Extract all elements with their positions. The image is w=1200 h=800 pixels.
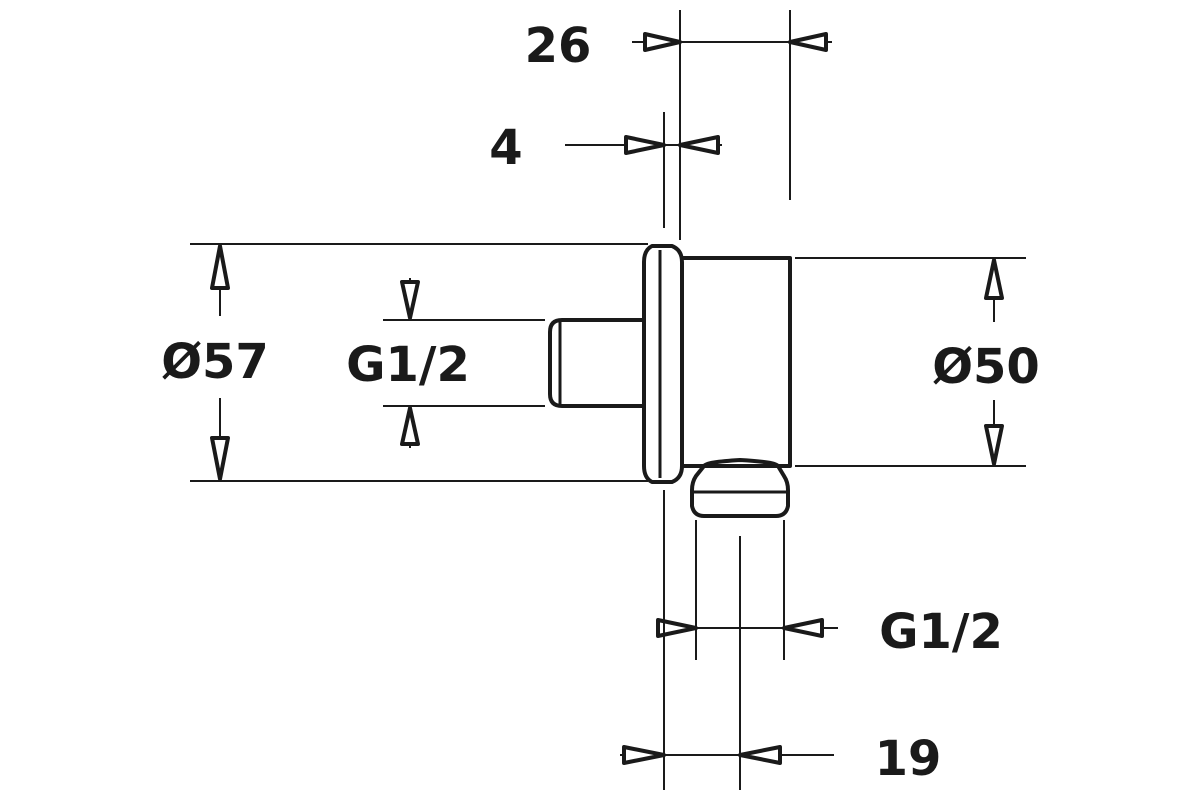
thread-rear-label: G1/2 <box>346 337 470 393</box>
dim-26-arrow-right <box>788 32 828 52</box>
dim-57-label: Ø57 <box>161 334 269 390</box>
dim-57-arrow-top <box>210 244 230 290</box>
thread-rear-arrow-bottom <box>400 406 420 446</box>
body-cylinder <box>682 256 792 468</box>
dim-50-arrow-bottom <box>984 424 1004 466</box>
dim-19-arrow-right <box>738 745 782 765</box>
dim-4-label: 4 <box>489 120 522 176</box>
rear-thread-connector <box>548 318 644 408</box>
dimension-dia-50: Ø50 <box>795 257 1040 467</box>
hose-outlet <box>690 458 790 518</box>
dim-19-label: 19 <box>875 731 942 787</box>
dimension-4: 4 <box>489 112 722 228</box>
dimension-thread-rear: G1/2 <box>346 278 545 448</box>
dim-4-arrow-right <box>678 135 720 155</box>
thread-outlet-label: G1/2 <box>879 604 1003 660</box>
rosette-flange <box>642 244 684 484</box>
thread-rear-arrow-top <box>400 280 420 320</box>
dim-57-arrow-bottom <box>210 436 230 481</box>
dimension-26: 26 <box>525 10 832 240</box>
thread-outlet-arrow-left <box>656 618 698 638</box>
dim-26-arrow-left <box>643 32 682 52</box>
dimension-19: 19 <box>620 490 941 790</box>
dim-19-arrow-left <box>622 745 666 765</box>
dim-50-arrow-top <box>984 258 1004 300</box>
dim-50-label: Ø50 <box>932 339 1040 395</box>
thread-outlet-arrow-right <box>782 618 824 638</box>
wall-outlet-part <box>548 244 792 518</box>
dimension-dia-57: Ø57 <box>161 243 648 482</box>
dimension-thread-outlet: G1/2 <box>656 520 1003 660</box>
dim-4-arrow-left <box>624 135 666 155</box>
dim-26-label: 26 <box>525 18 592 74</box>
